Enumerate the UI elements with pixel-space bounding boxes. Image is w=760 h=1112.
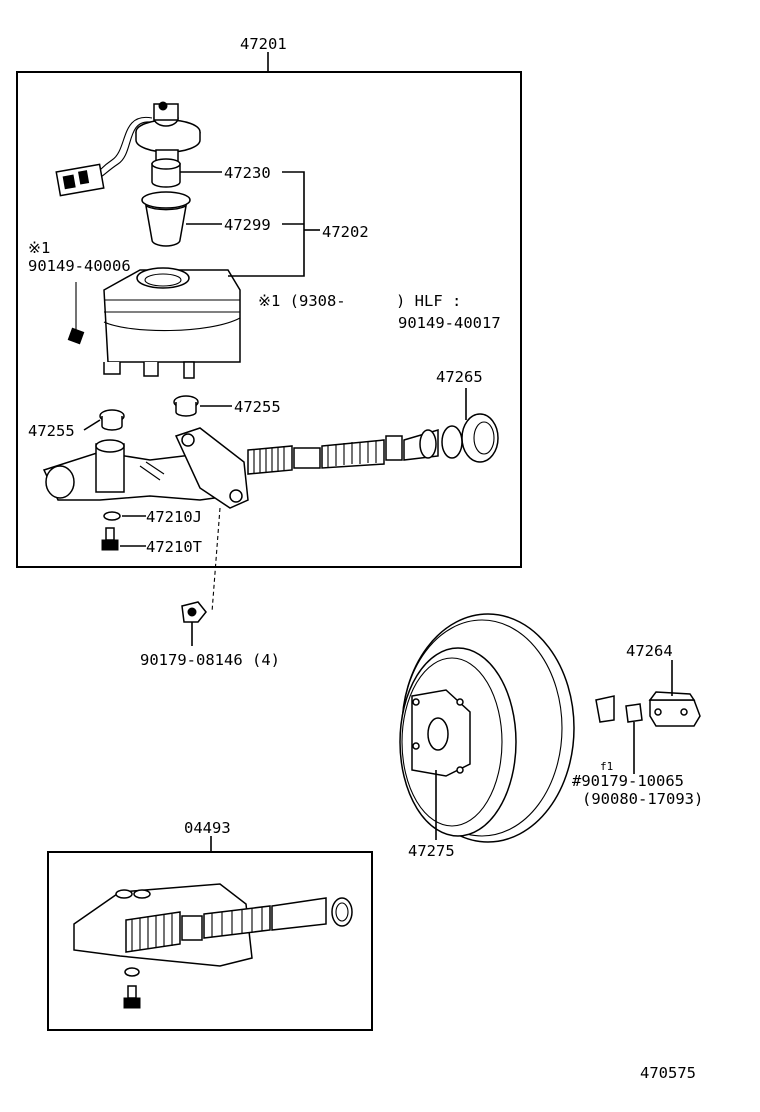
- gasket-47210J: [103, 511, 121, 521]
- label-47230: 47230: [224, 164, 271, 182]
- label-90149-40017: 90149-40017: [398, 314, 501, 332]
- label-47265: 47265: [436, 368, 483, 386]
- nut-90179-08146: [181, 507, 221, 623]
- clevis-47264: [648, 691, 701, 727]
- brake-booster-47275: [399, 613, 615, 843]
- label-f1-mark: f1: [600, 760, 613, 773]
- nut-90179-10065: [625, 703, 643, 723]
- label-note1-range: ※1 (9308-: [258, 292, 346, 310]
- label-04493: 04493: [184, 819, 231, 837]
- assy-47201-box: [16, 71, 522, 568]
- label-47275: 47275: [408, 842, 455, 860]
- piston-assembly: [247, 428, 439, 475]
- label-47255-left: 47255: [28, 422, 75, 440]
- label-47201: 47201: [240, 35, 287, 53]
- leader-lines: [83, 171, 673, 840]
- label-47255-right: 47255: [234, 398, 281, 416]
- kit-04493-contents: [73, 883, 353, 1009]
- kit-04493-box: [47, 851, 373, 1031]
- label-47210J: 47210J: [146, 508, 202, 526]
- label-note1-hlf: ) HLF :: [396, 292, 461, 310]
- label-47202: 47202: [322, 223, 369, 241]
- grommet-47255-left: [99, 409, 125, 431]
- label-47299: 47299: [224, 216, 271, 234]
- label-90179-08146: 90179-08146 (4): [140, 651, 280, 669]
- seal-47265: [441, 413, 499, 463]
- reservoir-tank: [103, 267, 241, 379]
- label-90080-17093: (90080-17093): [582, 790, 703, 808]
- bolt-47210T: [101, 527, 119, 551]
- label-47264: 47264: [626, 642, 673, 660]
- label-90149-40006: 90149-40006: [28, 257, 131, 275]
- grommet-47255-right: [173, 395, 199, 417]
- label-47210T: 47210T: [146, 538, 202, 556]
- screw-90149-40006: [67, 282, 85, 345]
- label-90179-10065: #90179-10065: [572, 772, 684, 790]
- master-cylinder-body: [42, 427, 249, 509]
- label-note1-mark: ※1: [28, 239, 50, 257]
- part-47230: [151, 158, 181, 188]
- level-switch-cap: [55, 101, 201, 197]
- strainer-47299: [141, 191, 191, 247]
- figure-number: 470575: [640, 1064, 696, 1082]
